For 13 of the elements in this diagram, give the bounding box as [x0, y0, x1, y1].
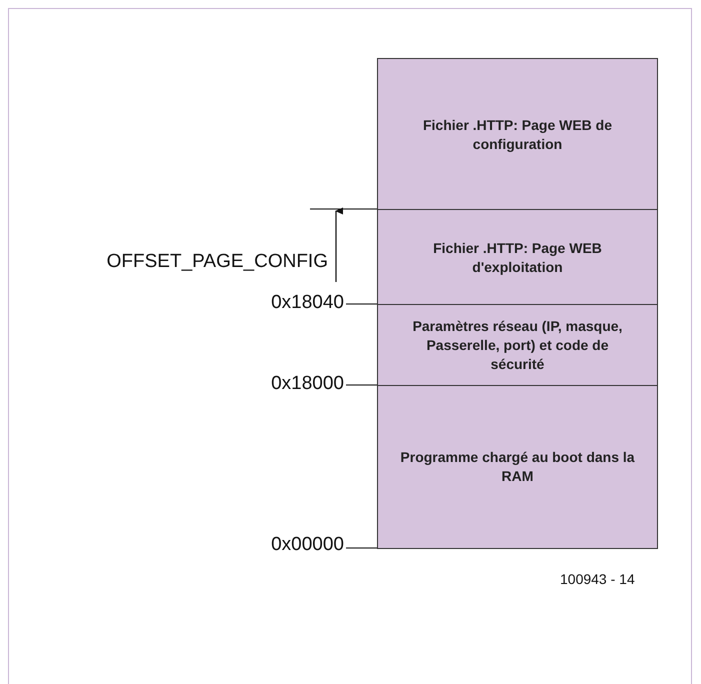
block-label: Fichier .HTTP: Page WEB de configuration	[422, 116, 614, 154]
address-label: 0x18000	[271, 373, 344, 395]
block-label: Paramètres réseau (IP, masque, Passerelle, port) et code de sécurité	[412, 317, 624, 374]
memory-block	[377, 209, 658, 306]
block-label: Programme chargé au boot dans la RAM	[399, 448, 636, 486]
memory-block	[377, 385, 658, 549]
block-label: Fichier .HTTP: Page WEB d'exploitation	[432, 238, 603, 277]
address-label: 0x00000	[271, 534, 344, 556]
memory-block	[377, 58, 658, 212]
memory-block	[377, 304, 658, 388]
address-label: 0x18040	[271, 292, 344, 314]
offset-label: OFFSET_PAGE_CONFIG	[106, 251, 328, 273]
figure-number: 100943 - 14	[560, 571, 635, 587]
